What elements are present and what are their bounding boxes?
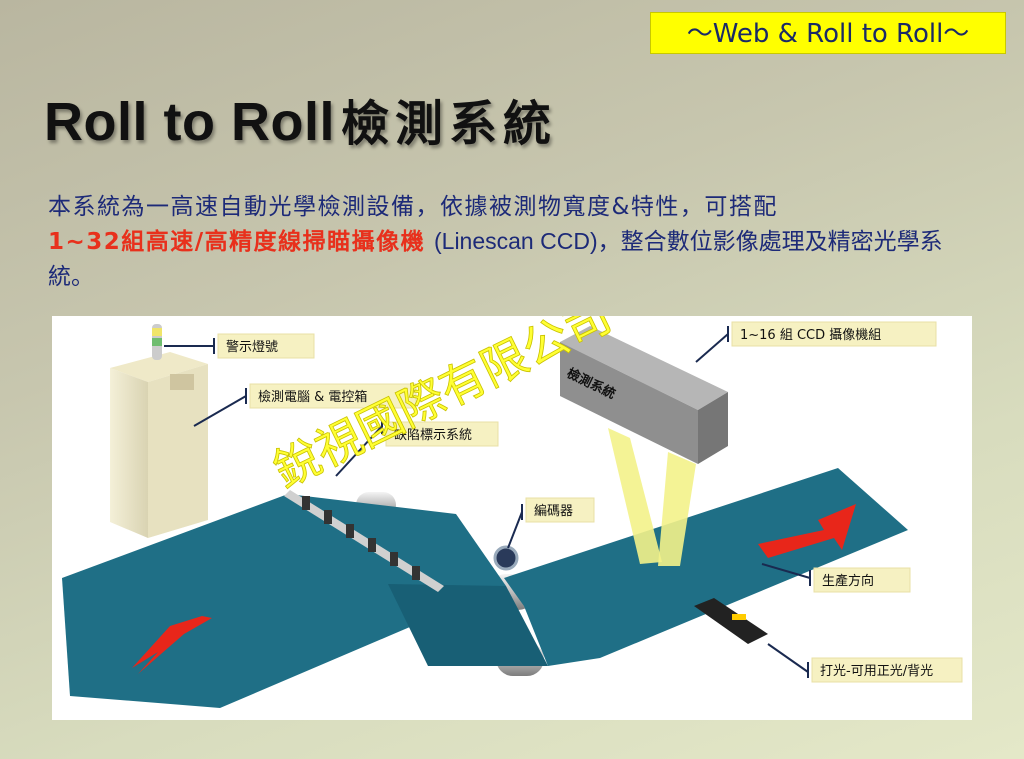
lighting-unit (694, 598, 768, 644)
system-diagram: 檢測系統 警示燈號 檢測電腦 & 電控箱 缺陷標示系統 編碼器 1~16 組 C… (52, 288, 972, 720)
label-marking-system: 缺陷標示系統 (394, 428, 472, 443)
title-chinese: 檢測系統 (340, 96, 557, 152)
callout-marking-system: 缺陷標示系統 (385, 421, 499, 447)
label-warning-light: 警示燈號 (226, 339, 278, 355)
description-part1: 本系統為一高速自動光學檢測設備，依據被測物寬度&特性，可搭配 (48, 194, 778, 220)
callout-ccd-group: 1~16 組 CCD 攝像機組 (731, 321, 937, 347)
marking-system (284, 490, 444, 592)
direction-arrow-right (758, 504, 856, 558)
label-computer-cabinet: 檢測電腦 & 電控箱 (258, 389, 367, 405)
label-direction: 生產方向 (822, 573, 874, 589)
diagram-svg: 檢測系統 警示燈號 檢測電腦 & 電控箱 缺陷標示系統 編碼器 1~16 組 C… (62, 288, 963, 708)
category-tag: ～Web & Roll to Roll～ (650, 12, 1006, 54)
direction-arrow-left (132, 616, 212, 674)
label-lighting: 打光-可用正光/背光 (820, 664, 933, 679)
light-beam-2 (658, 452, 696, 566)
title-latin: Roll to Roll (44, 92, 335, 152)
callout-direction: 生產方向 (813, 567, 911, 593)
encoder (493, 545, 519, 571)
description-highlight: 1~32組高速/高精度線掃瞄攝像機 (48, 229, 426, 255)
label-encoder: 編碼器 (534, 503, 573, 519)
callout-warning-light: 警示燈號 (217, 333, 315, 359)
callout-lines (164, 326, 811, 678)
description-part2: (Linescan CCD)，整合數位影像處理及精密光學系統。 (48, 228, 943, 289)
inspection-box: 檢測系統 (560, 326, 728, 464)
light-beam (608, 428, 662, 564)
callout-lighting: 打光-可用正光/背光 (811, 657, 963, 683)
label-ccd-group: 1~16 組 CCD 攝像機組 (740, 327, 881, 343)
warning-light (152, 324, 162, 360)
web-material (62, 468, 908, 708)
description-paragraph: 本系統為一高速自動光學檢測設備，依據被測物寬度&特性，可搭配 1~32組高速/高精… (48, 190, 948, 294)
computer-cabinet (110, 352, 208, 538)
callout-encoder: 編碼器 (525, 497, 595, 523)
callout-computer-cabinet: 檢測電腦 & 電控箱 (249, 383, 417, 409)
